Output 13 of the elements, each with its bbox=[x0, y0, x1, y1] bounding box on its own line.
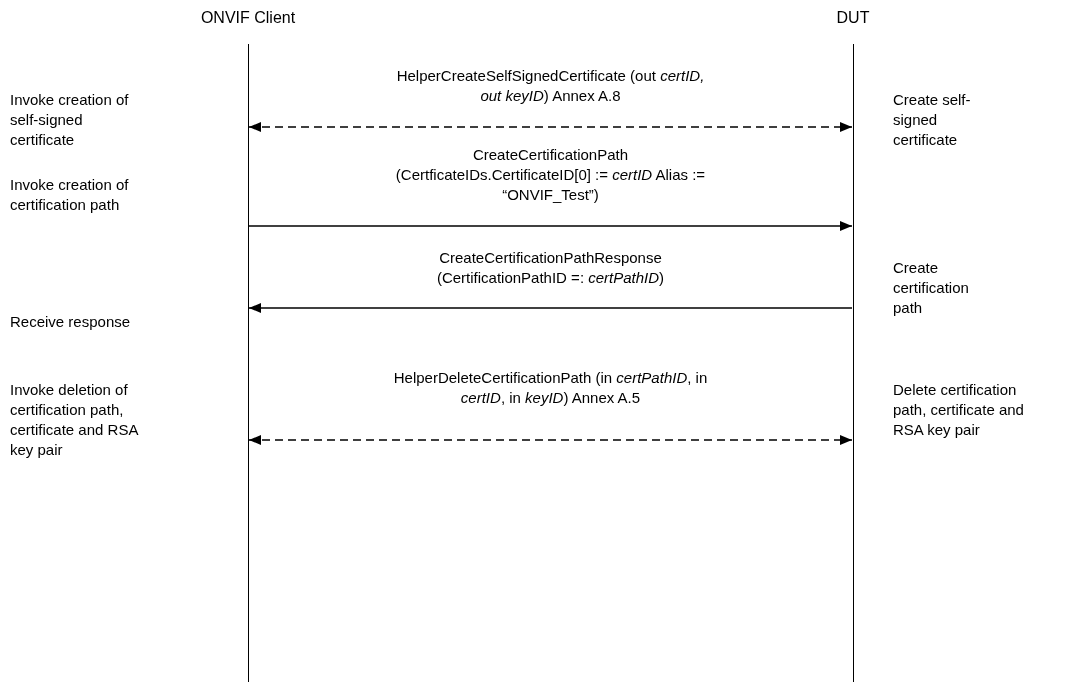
participant-name: ONVIF Client bbox=[199, 8, 297, 28]
action-note: Create certification path bbox=[893, 258, 970, 318]
dashed-arrow bbox=[248, 122, 853, 132]
message-arrow bbox=[248, 221, 853, 231]
action-note: Invoke creation of certification path bbox=[10, 175, 130, 215]
action-note: Create self-signed certificate bbox=[893, 90, 972, 150]
action-note: Invoke creation of self-signed certificate bbox=[10, 90, 130, 150]
dashed-arrow bbox=[248, 435, 853, 445]
participant-name: DUT bbox=[835, 8, 871, 28]
action-note: Receive response bbox=[10, 312, 132, 332]
action-note: Invoke deletion of certification path, certificate and RSA key pair bbox=[10, 380, 140, 460]
action-note: Delete certification path, certificate and RSA key pair bbox=[893, 380, 1025, 440]
message-arrow bbox=[248, 303, 853, 313]
